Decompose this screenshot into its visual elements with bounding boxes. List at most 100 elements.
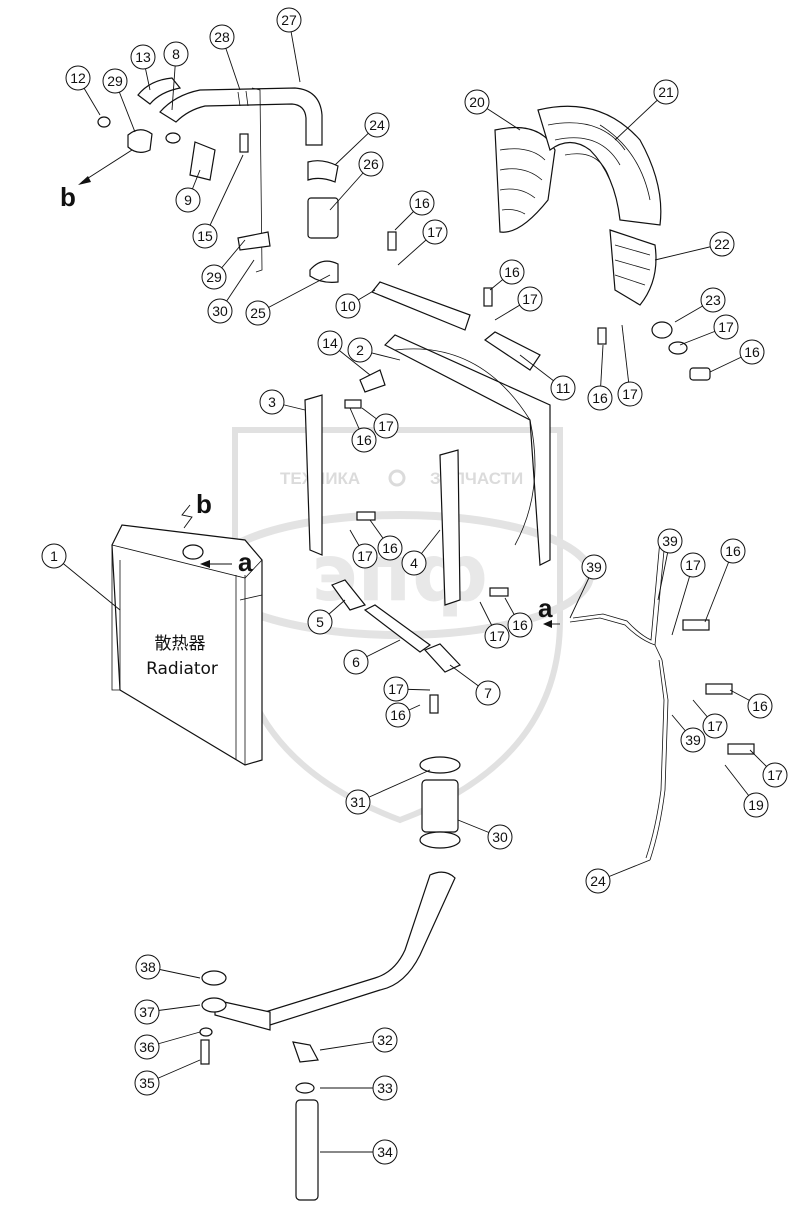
callout-number-17: 17	[378, 418, 394, 434]
callout-number-32: 32	[377, 1032, 393, 1048]
callout-bubble-1	[41, 543, 67, 569]
callout-bubble-17	[702, 713, 728, 739]
callout-bubble-8	[163, 41, 189, 67]
callout-bubble-39	[657, 528, 683, 554]
shroud-brackets	[304, 281, 551, 673]
callout-number-16: 16	[382, 540, 398, 556]
callout-bubble-34	[372, 1139, 398, 1165]
callout-number-26: 26	[363, 156, 379, 172]
marker-a-radiator: a	[238, 547, 253, 577]
callout-number-14: 14	[322, 335, 338, 351]
callout-number-7: 7	[484, 685, 492, 701]
callout-bubble-19	[743, 792, 769, 818]
callout-number-16: 16	[356, 432, 372, 448]
callout-bubble-14	[317, 330, 343, 356]
callout-number-12: 12	[70, 70, 86, 86]
callout-bubble-13	[130, 44, 156, 70]
callout-bubble-6	[343, 649, 369, 675]
callout-number-30: 30	[492, 829, 508, 845]
callout-number-8: 8	[172, 46, 180, 62]
callout-number-39: 39	[685, 732, 701, 748]
callout-bubble-27	[276, 7, 302, 33]
callout-bubble-17	[713, 314, 739, 340]
callout-leader-25	[257, 274, 331, 314]
callout-bubble-20	[464, 89, 490, 115]
callout-number-16: 16	[512, 617, 528, 633]
callout-bubble-24	[364, 112, 390, 138]
callout-bubble-17	[484, 623, 510, 649]
callout-bubble-2	[347, 337, 373, 363]
callout-number-34: 34	[377, 1144, 393, 1160]
gear-icon	[388, 469, 406, 487]
callout-bubble-16	[720, 538, 746, 564]
callout-number-2: 2	[356, 342, 364, 358]
callout-number-16: 16	[725, 543, 741, 559]
callout-bubble-24	[585, 868, 611, 894]
callout-number-29: 29	[107, 73, 123, 89]
callout-number-28: 28	[214, 29, 230, 45]
callout-number-19: 19	[748, 797, 764, 813]
callout-leader-15	[204, 154, 244, 237]
callout-bubble-23	[700, 287, 726, 313]
callout-number-16: 16	[752, 698, 768, 714]
callout-bubble-4	[401, 550, 427, 576]
callout-bubble-16	[587, 385, 613, 411]
callout-bubble-32	[372, 1027, 398, 1053]
callout-leader-31	[357, 769, 431, 803]
callout-bubble-39	[581, 554, 607, 580]
callout-bubble-16	[747, 693, 773, 719]
callout-number-29: 29	[206, 269, 222, 285]
callout-number-3: 3	[268, 394, 276, 410]
callout-number-17: 17	[707, 718, 723, 734]
callout-bubble-17	[422, 219, 448, 245]
callout-bubble-16	[351, 427, 377, 453]
callout-bubble-16	[409, 190, 435, 216]
callout-number-24: 24	[590, 873, 606, 889]
radiator-label-cn: 散热器	[155, 634, 206, 654]
callout-bubble-7	[475, 680, 501, 706]
radiator: 散热器 Radiator	[111, 524, 263, 766]
radiator-label-en: Radiator	[146, 659, 218, 679]
callout-number-36: 36	[139, 1039, 155, 1055]
callout-bubble-17	[373, 413, 399, 439]
fasteners	[344, 231, 755, 755]
callout-number-39: 39	[586, 559, 602, 575]
lower-hose-assembly	[199, 756, 461, 1201]
callout-number-10: 10	[340, 298, 356, 314]
callout-number-35: 35	[139, 1075, 155, 1091]
callout-leader-16	[704, 550, 734, 623]
callout-bubble-15	[192, 223, 218, 249]
callout-bubble-29	[102, 68, 128, 94]
callout-bubble-17	[352, 543, 378, 569]
callout-bubble-17	[762, 762, 788, 788]
callout-bubble-22	[709, 231, 735, 257]
fan-guard-parts	[494, 105, 711, 381]
callout-number-9: 9	[184, 192, 192, 208]
callout-number-16: 16	[744, 344, 760, 360]
callout-bubble-29	[201, 264, 227, 290]
callout-number-33: 33	[377, 1080, 393, 1096]
callout-number-17: 17	[522, 291, 538, 307]
callout-number-38: 38	[140, 959, 156, 975]
callout-bubble-12	[65, 65, 91, 91]
callout-bubble-16	[385, 702, 411, 728]
callout-number-11: 11	[556, 380, 571, 396]
callout-number-17: 17	[622, 386, 638, 402]
callout-bubble-11	[550, 375, 576, 401]
callout-bubble-17	[517, 286, 543, 312]
callout-number-24: 24	[369, 117, 385, 133]
view-markers: b b a a	[60, 149, 560, 628]
callout-number-1: 1	[50, 548, 58, 564]
callout-bubble-16	[499, 259, 525, 285]
callout-bubble-17	[680, 552, 706, 578]
callout-bubble-17	[383, 676, 409, 702]
callout-layer: 1234567891011121314151616161616161616161…	[41, 7, 788, 1165]
callout-number-31: 31	[350, 794, 366, 810]
callout-number-21: 21	[658, 84, 674, 100]
callout-leader-1	[53, 555, 121, 611]
callout-number-17: 17	[685, 557, 701, 573]
callout-bubble-5	[307, 609, 333, 635]
callout-bubble-28	[209, 24, 235, 50]
callout-bubble-21	[653, 79, 679, 105]
